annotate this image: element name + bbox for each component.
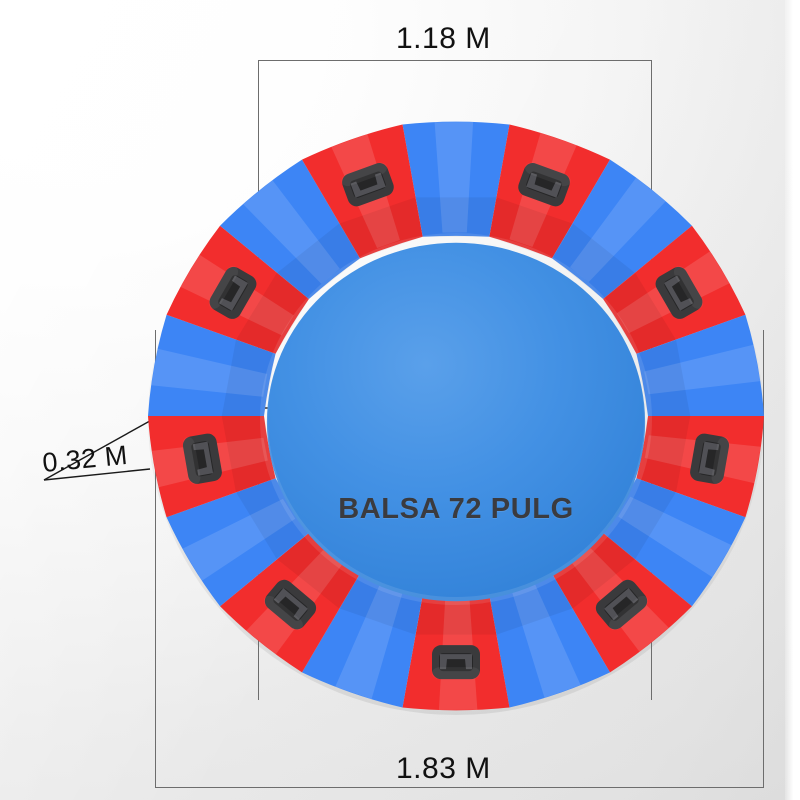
- tube-inner-shade: [489, 197, 574, 259]
- handle-pad: [264, 579, 317, 630]
- tube-inner-shade: [235, 273, 309, 354]
- tube-inner-shade: [338, 197, 423, 259]
- raft-handle: [655, 266, 704, 319]
- handle-pad: [432, 645, 480, 680]
- tube-segment-blue: [552, 159, 692, 300]
- tube-highlight: [243, 180, 340, 284]
- tube-inner-shade: [415, 595, 497, 635]
- tube-inner-shade: [552, 223, 636, 300]
- tube-inner-shade: [235, 478, 309, 559]
- handle-pad: [655, 266, 703, 319]
- raft-handle: [208, 266, 257, 319]
- handle-gloss: [525, 162, 571, 187]
- handle-gloss: [208, 266, 239, 309]
- raft-floor: [266, 242, 646, 602]
- handle-strap: [192, 441, 214, 476]
- handle-strap: [218, 275, 248, 311]
- handle-strap: [350, 172, 386, 198]
- tube-highlight: [151, 348, 268, 397]
- tube-inner-shade: [276, 532, 360, 609]
- tube-highlight: [434, 121, 474, 233]
- tube-inner-shade: [636, 416, 691, 492]
- handle-gloss: [432, 667, 480, 680]
- handle-gloss: [341, 162, 387, 187]
- bottom-dimension-line: [155, 787, 764, 788]
- tube-segment-blue: [489, 573, 610, 708]
- tube-inner-shade: [552, 532, 636, 609]
- top-dimension-label: 1.18 M: [396, 22, 491, 55]
- inflatable-raft: BALSA 72 PULG: [148, 104, 764, 715]
- handle-gloss: [609, 595, 649, 631]
- tube-highlight: [512, 583, 581, 698]
- tube-inner-shade: [221, 340, 276, 416]
- tube-segment-blue: [220, 159, 360, 300]
- raft-handle: [432, 645, 480, 680]
- handle-strap: [664, 275, 694, 311]
- raft-handle: [595, 579, 649, 631]
- top-dimension-line: [258, 60, 652, 61]
- tube-segment-blue: [166, 478, 309, 607]
- raft-handle: [182, 433, 222, 485]
- raft-handle: [263, 579, 317, 631]
- tube-inner-shade: [603, 273, 677, 354]
- bottom-dimension-label: 1.83 M: [396, 752, 491, 785]
- handle-pad: [595, 579, 648, 630]
- handle-strap: [273, 588, 308, 621]
- tube-segment-blue: [302, 573, 423, 708]
- tube-highlight: [569, 177, 666, 283]
- handle-pad: [209, 266, 257, 319]
- tube-highlight: [644, 344, 761, 395]
- bottom-dimension-tick-left: [155, 330, 156, 788]
- raft-graphic: [148, 121, 764, 715]
- handle-strap: [604, 588, 639, 621]
- backdrop-right-edge: [785, 0, 800, 800]
- tube-segment-blue: [636, 314, 764, 416]
- handle-gloss: [673, 266, 704, 309]
- raft-handle: [341, 162, 394, 207]
- tube-inner-shade: [603, 478, 677, 559]
- tube-highlight: [618, 496, 732, 578]
- tube-highlight: [335, 584, 403, 700]
- tube-inner-shade: [415, 197, 497, 237]
- tube-segment-blue: [148, 314, 276, 416]
- handle-gloss: [711, 436, 730, 485]
- tube-inner-shade: [221, 416, 276, 492]
- tube-inner-shade: [276, 223, 360, 300]
- bottom-dimension-tick-right: [763, 330, 764, 788]
- tube-highlight: [182, 498, 296, 581]
- tube-segment-blue: [402, 121, 510, 237]
- handle-gloss: [182, 436, 201, 485]
- handle-gloss: [263, 595, 303, 631]
- raft-handle: [518, 162, 571, 207]
- raft-handle: [690, 433, 730, 485]
- tube-segment-blue: [603, 478, 746, 607]
- floor-lip-highlight: [260, 233, 652, 605]
- handle-strap: [698, 441, 720, 476]
- handle-strap: [440, 654, 472, 670]
- tube-inner-shade: [636, 340, 691, 416]
- handle-strap: [526, 172, 562, 198]
